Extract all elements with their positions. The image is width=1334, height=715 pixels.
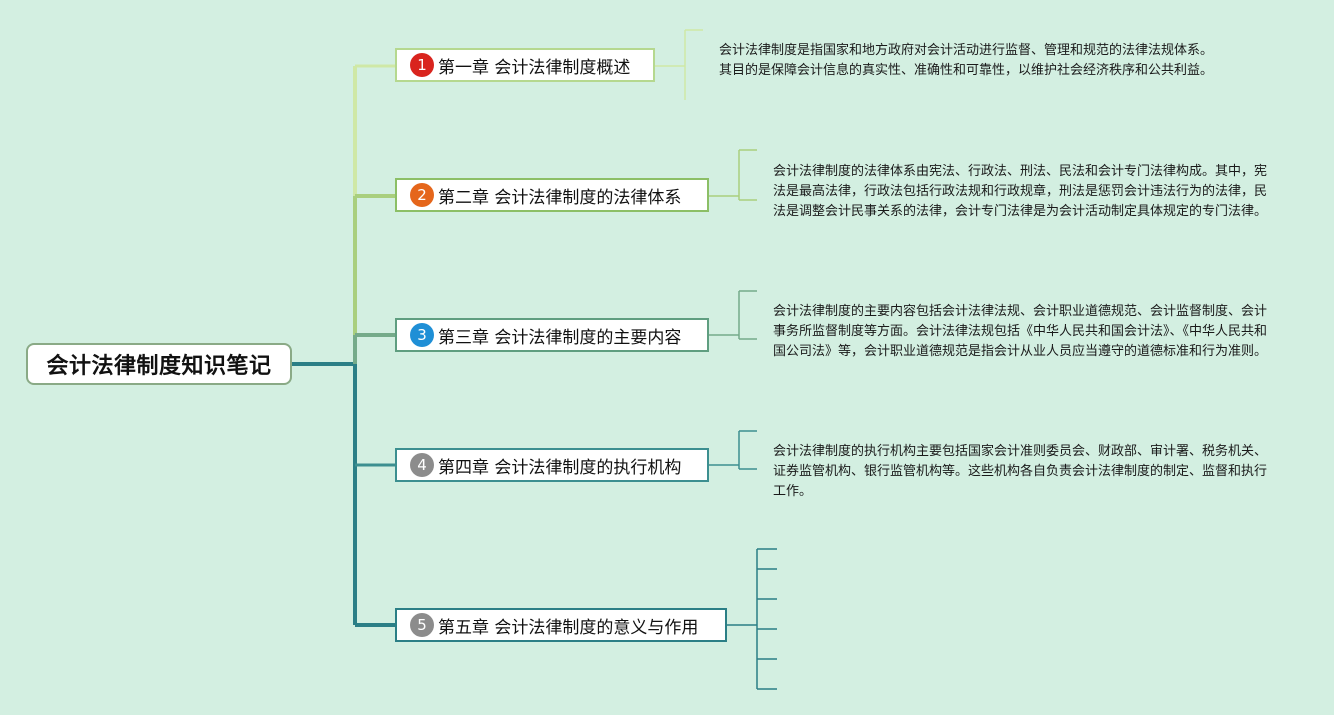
chapter-note-1[interactable]: 会计法律制度是指国家和地方政府对会计活动进行监督、管理和规范的法律法规体系。其目… [719, 43, 1214, 78]
note-connector-2 [709, 149, 757, 201]
number-badge-1: 1 [410, 53, 434, 77]
chapter-node-5[interactable]: 5 第五章 会计法律制度的意义与作用 [395, 608, 727, 642]
chapter-node-3[interactable]: 3 第三章 会计法律制度的主要内容 [395, 318, 709, 352]
root-title: 会计法律制度知识笔记 [46, 354, 272, 379]
note-connector-3 [709, 290, 757, 340]
note-connector-1 [655, 29, 703, 100]
note-connector-5 [727, 548, 777, 690]
chapter-note-2[interactable]: 会计法律制度的法律体系由宪法、行政法、刑法、民法和会计专门法律构成。其中，宪法是… [773, 164, 1268, 219]
chapter-note-4[interactable]: 会计法律制度的执行机构主要包括国家会计准则委员会、财政部、审计署、税务机关、证券… [773, 444, 1268, 499]
root-node[interactable]: 会计法律制度知识笔记 [26, 343, 292, 385]
chapter-node-1[interactable]: 1 第一章 会计法律制度概述 [395, 48, 655, 82]
chapter-node-2[interactable]: 2 第二章 会计法律制度的法律体系 [395, 178, 709, 212]
chapter-label-1: 第一章 会计法律制度概述 [438, 57, 631, 78]
number-badge-2: 2 [410, 183, 434, 207]
chapter-note-3[interactable]: 会计法律制度的主要内容包括会计法律法规、会计职业道德规范、会计监督制度、会计事务… [773, 304, 1268, 359]
chapter-label-2: 第二章 会计法律制度的法律体系 [438, 187, 682, 208]
number-badge-3: 3 [410, 323, 434, 347]
note-connector-4 [709, 430, 757, 470]
number-badge-4: 4 [410, 453, 434, 477]
number-badge-5: 5 [410, 613, 434, 637]
chapter-node-4[interactable]: 4 第四章 会计法律制度的执行机构 [395, 448, 709, 482]
chapter-label-5: 第五章 会计法律制度的意义与作用 [438, 617, 699, 638]
chapter-label-4: 第四章 会计法律制度的执行机构 [438, 457, 682, 478]
chapter-label-3: 第三章 会计法律制度的主要内容 [438, 327, 682, 348]
